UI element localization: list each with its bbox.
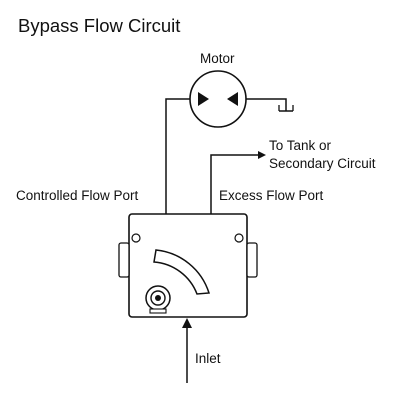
to-tank-label-line2: Secondary Circuit	[269, 156, 376, 171]
inlet-arrowhead	[182, 318, 192, 328]
flow-control-valve	[118, 213, 258, 318]
motor-right-triangle	[227, 92, 238, 106]
adjustment-knob[interactable]	[145, 285, 171, 314]
knob-base	[149, 308, 167, 314]
excess-flow-arrowhead	[258, 151, 266, 159]
mounting-hole-left	[131, 233, 141, 243]
motor-return-line	[246, 98, 287, 111]
inlet-label: Inlet	[195, 351, 221, 366]
controlled-flow-line	[165, 98, 190, 214]
valve-right-boss	[246, 242, 258, 278]
motor-label: Motor	[200, 51, 235, 66]
motor-left-triangle	[198, 92, 209, 106]
excess-flow-port-label: Excess Flow Port	[219, 188, 324, 203]
mounting-hole-right	[234, 233, 244, 243]
valve-left-boss	[118, 242, 130, 278]
to-tank-label-line1: To Tank or	[269, 138, 332, 153]
diagram-title: Bypass Flow Circuit	[18, 15, 180, 36]
knob-center	[155, 295, 161, 301]
adjustment-arc-slot	[153, 249, 210, 295]
controlled-flow-port-label: Controlled Flow Port	[16, 188, 139, 203]
excess-flow-line	[210, 154, 258, 214]
